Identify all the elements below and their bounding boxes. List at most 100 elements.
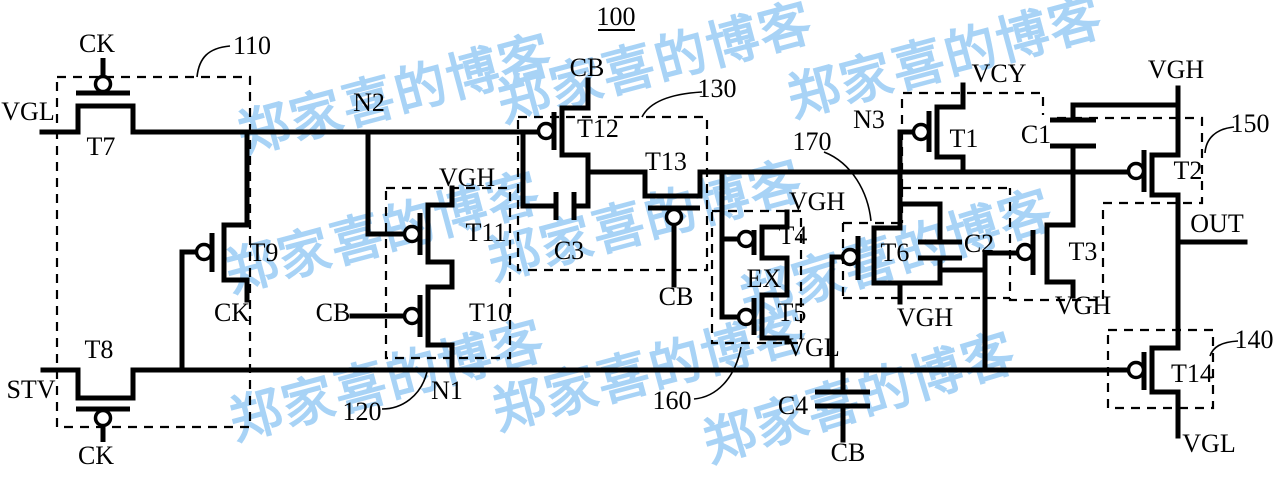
label-block-170: 170 [793, 127, 832, 156]
capacitor-C4 [815, 389, 870, 409]
label-block-130: 130 [698, 74, 737, 103]
label-t4: T4 [779, 221, 808, 250]
label-vgh-topright: VGH [1148, 55, 1205, 84]
t9-gate-bubble [194, 242, 214, 262]
leader-170 [823, 151, 872, 222]
t5-gate-bubble [736, 307, 756, 327]
wire-t9-branch [179, 129, 250, 373]
label-cb-top: CB [570, 53, 605, 82]
leader-140 [1209, 340, 1239, 357]
label-t10: T10 [469, 298, 511, 327]
transistor-T4 [736, 224, 790, 261]
label-t3: T3 [1069, 237, 1098, 266]
watermark-text: 郑家喜的博客 [491, 0, 820, 134]
t10-gate-bubble [402, 306, 422, 326]
leader-120 [381, 371, 428, 410]
label-c1: C1 [1021, 120, 1051, 149]
wire-vgh-c1 [1070, 85, 1181, 299]
label-t5: T5 [778, 298, 807, 327]
label-c3: C3 [554, 236, 584, 265]
t2-gate-bubble [1126, 161, 1146, 181]
label-t6: T6 [881, 238, 910, 267]
block-110-outline [55, 75, 252, 429]
t3-gate-bubble [1015, 242, 1035, 262]
transistor-T5 [736, 292, 790, 341]
label-vgl-160: VGL [786, 333, 839, 362]
capacitor-C2 [918, 239, 962, 261]
label-block-140: 140 [1235, 325, 1274, 354]
t4-gate-bubble [736, 229, 756, 249]
t8-gate-bubble [93, 408, 113, 428]
label-block-110: 110 [233, 31, 271, 60]
wire-160-gates [719, 169, 741, 320]
label-vgl-bottomright: VGL [1182, 429, 1235, 458]
wire-c2-node [897, 250, 1020, 373]
leader-130 [641, 91, 703, 118]
label-ck-bottom: CK [78, 441, 114, 470]
label-vgh-t6: VGH [897, 303, 954, 332]
label-n3: N3 [853, 105, 885, 134]
transistor-T13 [642, 169, 703, 227]
label-title-100: 100 [597, 2, 636, 31]
label-t8: T8 [85, 335, 114, 364]
label-n1: N1 [431, 376, 463, 405]
label-t11: T11 [466, 218, 507, 247]
leader-110 [196, 45, 231, 78]
label-t7: T7 [87, 132, 116, 161]
label-t1: T1 [950, 124, 979, 153]
label-block-120: 120 [343, 397, 382, 426]
label-vgh-160: VGH [789, 187, 846, 216]
label-block-150: 150 [1231, 109, 1270, 138]
wire-out-column [1175, 192, 1248, 439]
label-vgl-left: VGL [1, 97, 54, 126]
label-n2: N2 [353, 88, 385, 117]
watermark-text: 郑家喜的博客 [781, 0, 1110, 129]
t6-gate-bubble [840, 247, 860, 267]
transistor-T3 [1015, 222, 1076, 285]
label-vgh-t3: VGH [1055, 291, 1112, 320]
transistor-T11 [402, 202, 455, 265]
t12-gate-bubble [536, 121, 556, 141]
capacitor-C3 [553, 192, 577, 220]
block-130-outline [516, 115, 709, 272]
label-cb-t13: CB [659, 282, 694, 311]
label-ex: EX [747, 264, 782, 293]
transistor-T1 [911, 104, 966, 160]
label-ck-top: CK [79, 29, 115, 58]
label-c2: C2 [964, 229, 994, 258]
wire-c3-leads [520, 129, 591, 209]
label-t14: T14 [1171, 359, 1213, 388]
label-block-160: 160 [653, 386, 692, 415]
wire-n2-branch [365, 129, 407, 237]
label-t13: T13 [645, 147, 687, 176]
label-t12: T12 [577, 114, 619, 143]
leader-lines [196, 45, 1239, 410]
label-out: OUT [1190, 209, 1244, 238]
label-t2: T2 [1174, 156, 1203, 185]
label-cb-t10: CB [316, 298, 351, 327]
label-vgh-120: VGH [439, 163, 496, 192]
leader-150 [1204, 126, 1235, 154]
wire-n3-t6 [829, 130, 943, 373]
label-cb-bottom: CB [831, 438, 866, 467]
block-120-outline [384, 186, 512, 360]
transistor-T14 [1126, 345, 1181, 395]
block-170-t1-outline [900, 91, 1045, 188]
transistor-T12 [536, 105, 591, 158]
block-150-outline [1008, 116, 1204, 302]
transistor-T2 [1126, 150, 1181, 198]
transistor-T7 [75, 58, 136, 135]
t13-gate-bubble [664, 207, 684, 227]
transistor-T6 [840, 225, 903, 286]
t14-gate-bubble [1126, 360, 1146, 380]
transistor-T8 [75, 367, 136, 442]
label-stv: STV [6, 375, 55, 404]
capacitor-C1 [1050, 117, 1096, 149]
t1-gate-bubble [911, 122, 931, 142]
label-vcy: VCY [972, 59, 1027, 88]
wire-t11-t10-stack [349, 185, 455, 373]
transistor-T10 [402, 284, 455, 348]
t11-gate-bubble [402, 224, 422, 244]
